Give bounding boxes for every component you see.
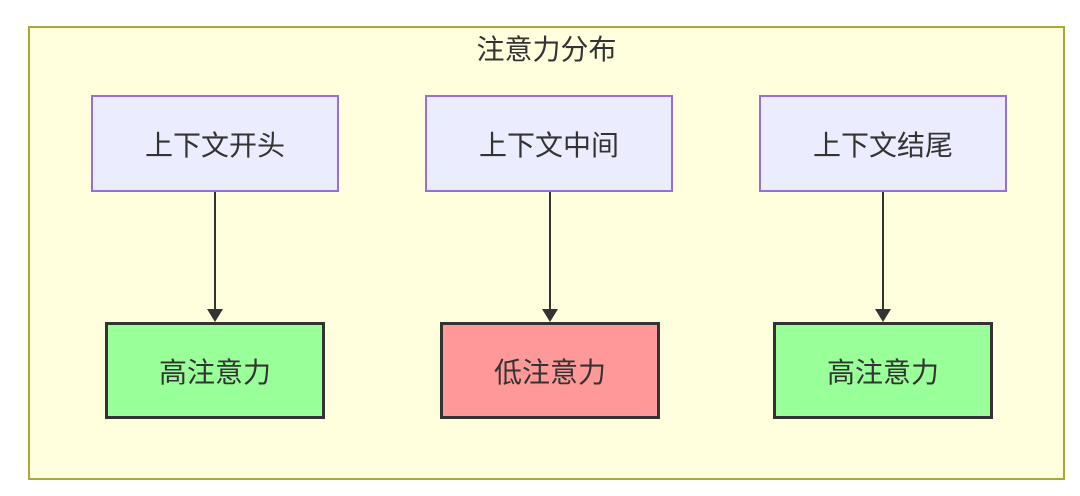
arrow-middle-to-low [542,192,558,322]
node-low-attention: 低注意力 [440,322,660,419]
node-context-middle: 上下文中间 [425,95,673,192]
arrowhead-down-icon [875,309,891,322]
arrow-end-to-high [875,192,891,322]
node-context-start-label: 上下文开头 [144,129,285,161]
node-high-attention-2-label: 高注意力 [826,356,939,388]
attention-distribution-cluster: 注意力分布 上下文开头 上下文中间 上下文结尾 高注意力 低注意力 [28,26,1065,480]
arrowhead-down-icon [542,309,558,322]
node-context-end: 上下文结尾 [759,95,1007,192]
node-high-attention-1-label: 高注意力 [158,356,271,388]
arrowhead-down-icon [206,309,223,322]
node-low-attention-label: 低注意力 [493,356,606,388]
node-high-attention-1: 高注意力 [105,322,325,419]
arrow-line [882,192,884,310]
node-context-middle-label: 上下文中间 [478,129,619,161]
arrow-start-to-high [206,192,223,322]
arrow-line [549,192,551,310]
cluster-title: 注意力分布 [476,34,617,65]
node-context-end-label: 上下文结尾 [812,129,953,161]
node-high-attention-2: 高注意力 [773,322,993,419]
arrow-line [213,192,216,310]
node-context-start: 上下文开头 [91,95,339,192]
